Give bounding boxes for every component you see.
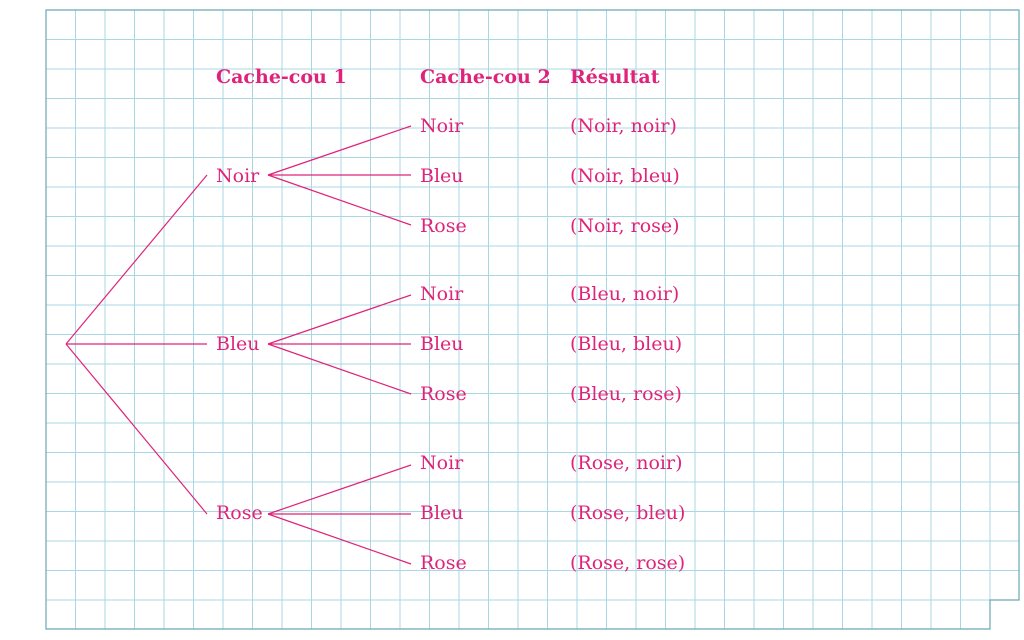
branch-root-to-level1-0 bbox=[65, 174, 208, 345]
result-bleu-rose: (Bleu, rose) bbox=[570, 383, 682, 405]
branch-level1-2-to-level2-0 bbox=[267, 464, 412, 515]
node-level2-noir-rose: Rose bbox=[420, 215, 467, 237]
node-level2-noir-noir: Noir bbox=[420, 115, 464, 137]
node-level1-rose: Rose bbox=[216, 502, 263, 524]
node-level2-rose-bleu: Bleu bbox=[420, 502, 464, 524]
branch-level1-0-to-level2-0 bbox=[267, 125, 412, 176]
node-level2-rose-rose: Rose bbox=[420, 552, 467, 574]
header-level1: Cache-cou 1 bbox=[216, 66, 347, 88]
result-noir-noir: (Noir, noir) bbox=[570, 115, 677, 137]
branch-level1-1-to-level2-0 bbox=[267, 294, 412, 345]
node-level2-bleu-bleu: Bleu bbox=[420, 333, 464, 355]
branch-level1-2-to-level2-2 bbox=[267, 513, 412, 565]
node-level2-bleu-noir: Noir bbox=[420, 283, 464, 305]
result-noir-bleu: (Noir, bleu) bbox=[570, 165, 680, 187]
branch-level1-0-to-level2-2 bbox=[267, 174, 412, 226]
paper-frame bbox=[45, 9, 1020, 630]
result-rose-noir: (Rose, noir) bbox=[570, 452, 683, 474]
result-bleu-noir: (Bleu, noir) bbox=[570, 283, 680, 305]
node-level2-bleu-rose: Rose bbox=[420, 383, 467, 405]
result-rose-bleu: (Rose, bleu) bbox=[570, 502, 686, 524]
node-level2-noir-bleu: Bleu bbox=[420, 165, 464, 187]
tree-branches bbox=[65, 125, 412, 565]
node-level1-bleu: Bleu bbox=[216, 333, 260, 355]
node-level1-noir: Noir bbox=[216, 165, 260, 187]
result-rose-rose: (Rose, rose) bbox=[570, 552, 686, 574]
node-level2-rose-noir: Noir bbox=[420, 452, 464, 474]
header-level2: Cache-cou 2 bbox=[420, 66, 551, 88]
branch-root-to-level1-2 bbox=[65, 343, 208, 515]
grid-lines bbox=[46, 10, 1019, 629]
result-bleu-bleu: (Bleu, bleu) bbox=[570, 333, 683, 355]
branch-level1-1-to-level2-2 bbox=[267, 343, 412, 395]
result-noir-rose: (Noir, rose) bbox=[570, 215, 680, 237]
header-result: Résultat bbox=[570, 66, 660, 88]
